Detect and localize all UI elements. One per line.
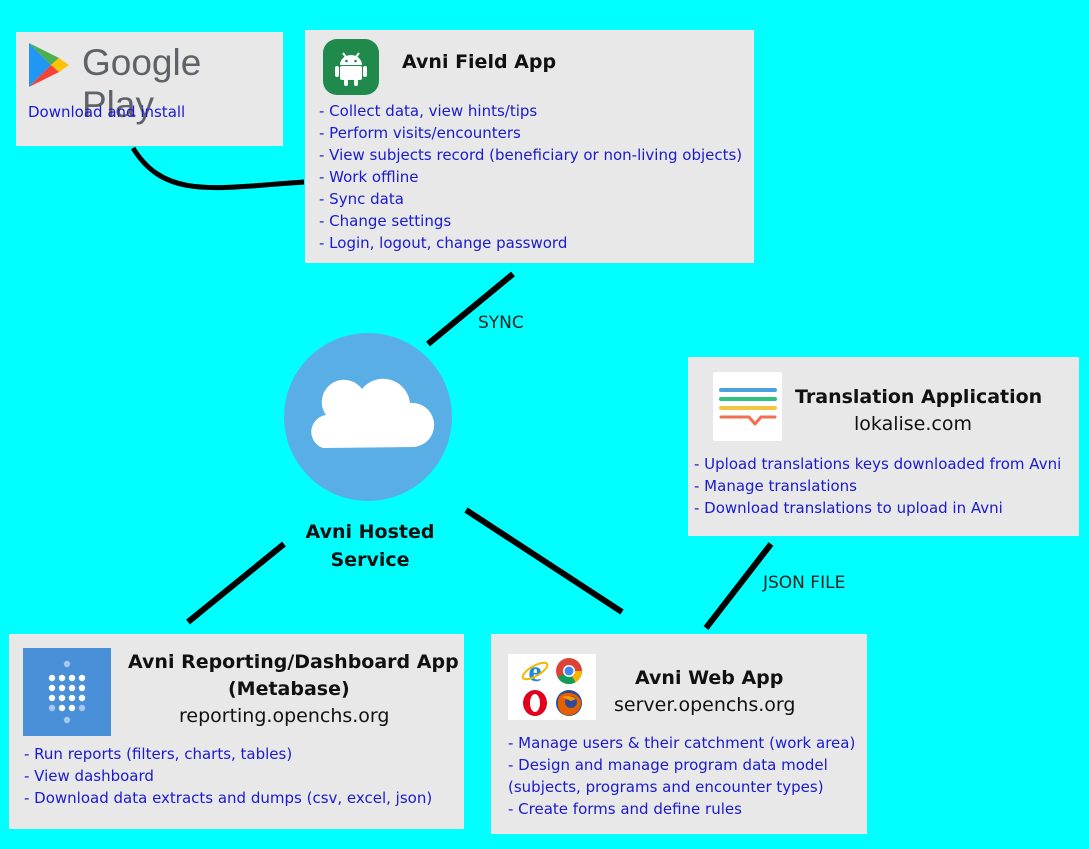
list-item: - Login, logout, change password [319, 234, 568, 252]
list-item: - Upload translations keys downloaded fr… [694, 455, 1062, 473]
google-play-box: Google Play Download and install [16, 32, 283, 146]
google-play-brand: Google Play [82, 42, 202, 125]
web-app-feature-list: - Manage users & their catchment (work a… [508, 732, 855, 820]
json-file-label: JSON FILE [763, 573, 846, 593]
svg-text:e: e [528, 656, 541, 686]
list-item: (subjects, programs and encounter types) [508, 778, 824, 796]
connector-googleplay-fieldapp [130, 146, 305, 191]
list-item: - Download translations to upload in Avn… [694, 499, 1003, 517]
list-item: - Sync data [319, 190, 404, 208]
field-app-feature-list: - Collect data, view hints/tips - Perfor… [319, 100, 742, 254]
list-item: - Change settings [319, 212, 452, 230]
firefox-icon [556, 690, 582, 716]
list-item: - View dashboard [24, 767, 154, 785]
list-item: - Work offline [319, 168, 419, 186]
web-app-box: e Avni Web App server.openchs.org - Mana… [491, 634, 867, 834]
google-play-download-link[interactable]: Download and install [28, 103, 186, 121]
list-item: - Design and manage program data model [508, 756, 828, 774]
hosted-service-title: Avni Hosted Service [296, 518, 444, 574]
sync-label: SYNC [478, 313, 524, 333]
web-app-url[interactable]: server.openchs.org [614, 694, 796, 716]
field-app-box: Avni Field App - Collect data, view hint… [305, 30, 754, 263]
list-item: - Run reports (filters, charts, tables) [24, 745, 293, 763]
translation-app-url[interactable]: lokalise.com [854, 413, 972, 435]
list-item: - Collect data, view hints/tips [319, 102, 538, 120]
list-item: - Download data extracts and dumps (csv,… [24, 789, 433, 807]
translation-app-feature-list: - Upload translations keys downloaded fr… [694, 453, 1061, 519]
hosted-service-title-line1: Avni Hosted [305, 521, 435, 543]
connector-fieldapp-hosted [426, 271, 515, 347]
reporting-app-box: Avni Reporting/Dashboard App (Metabase) … [9, 634, 464, 829]
translation-app-box: Translation Application lokalise.com - U… [688, 357, 1079, 536]
field-app-title: Avni Field App [402, 51, 557, 73]
list-item: - Manage translations [694, 477, 858, 495]
google-play-icon [29, 43, 69, 87]
hosted-service-title-line2: Service [330, 549, 410, 571]
connector-hosted-reporting [186, 541, 286, 625]
list-item: - Manage users & their catchment (work a… [508, 734, 856, 752]
android-icon [323, 39, 379, 95]
reporting-app-url[interactable]: reporting.openchs.org [179, 705, 390, 727]
reporting-app-title-line2: (Metabase) [228, 678, 350, 700]
reporting-app-feature-list: - Run reports (filters, charts, tables) … [24, 743, 432, 809]
reporting-app-title-line1: Avni Reporting/Dashboard App [128, 651, 459, 673]
chrome-icon [556, 658, 583, 685]
connector-hosted-webapp [464, 507, 624, 615]
connector-translation-webapp [703, 542, 774, 630]
browser-icons: e [508, 654, 596, 720]
ie-icon: e [521, 656, 549, 686]
web-app-title: Avni Web App [635, 667, 784, 689]
list-item: - Create forms and define rules [508, 800, 742, 818]
translation-app-title: Translation Application [795, 386, 1043, 408]
list-item: - Perform visits/encounters [319, 124, 521, 142]
cloud-icon [284, 333, 452, 501]
metabase-icon [23, 648, 111, 736]
opera-icon [523, 690, 547, 716]
lokalise-icon [713, 372, 782, 441]
list-item: - View subjects record (beneficiary or n… [319, 146, 743, 164]
